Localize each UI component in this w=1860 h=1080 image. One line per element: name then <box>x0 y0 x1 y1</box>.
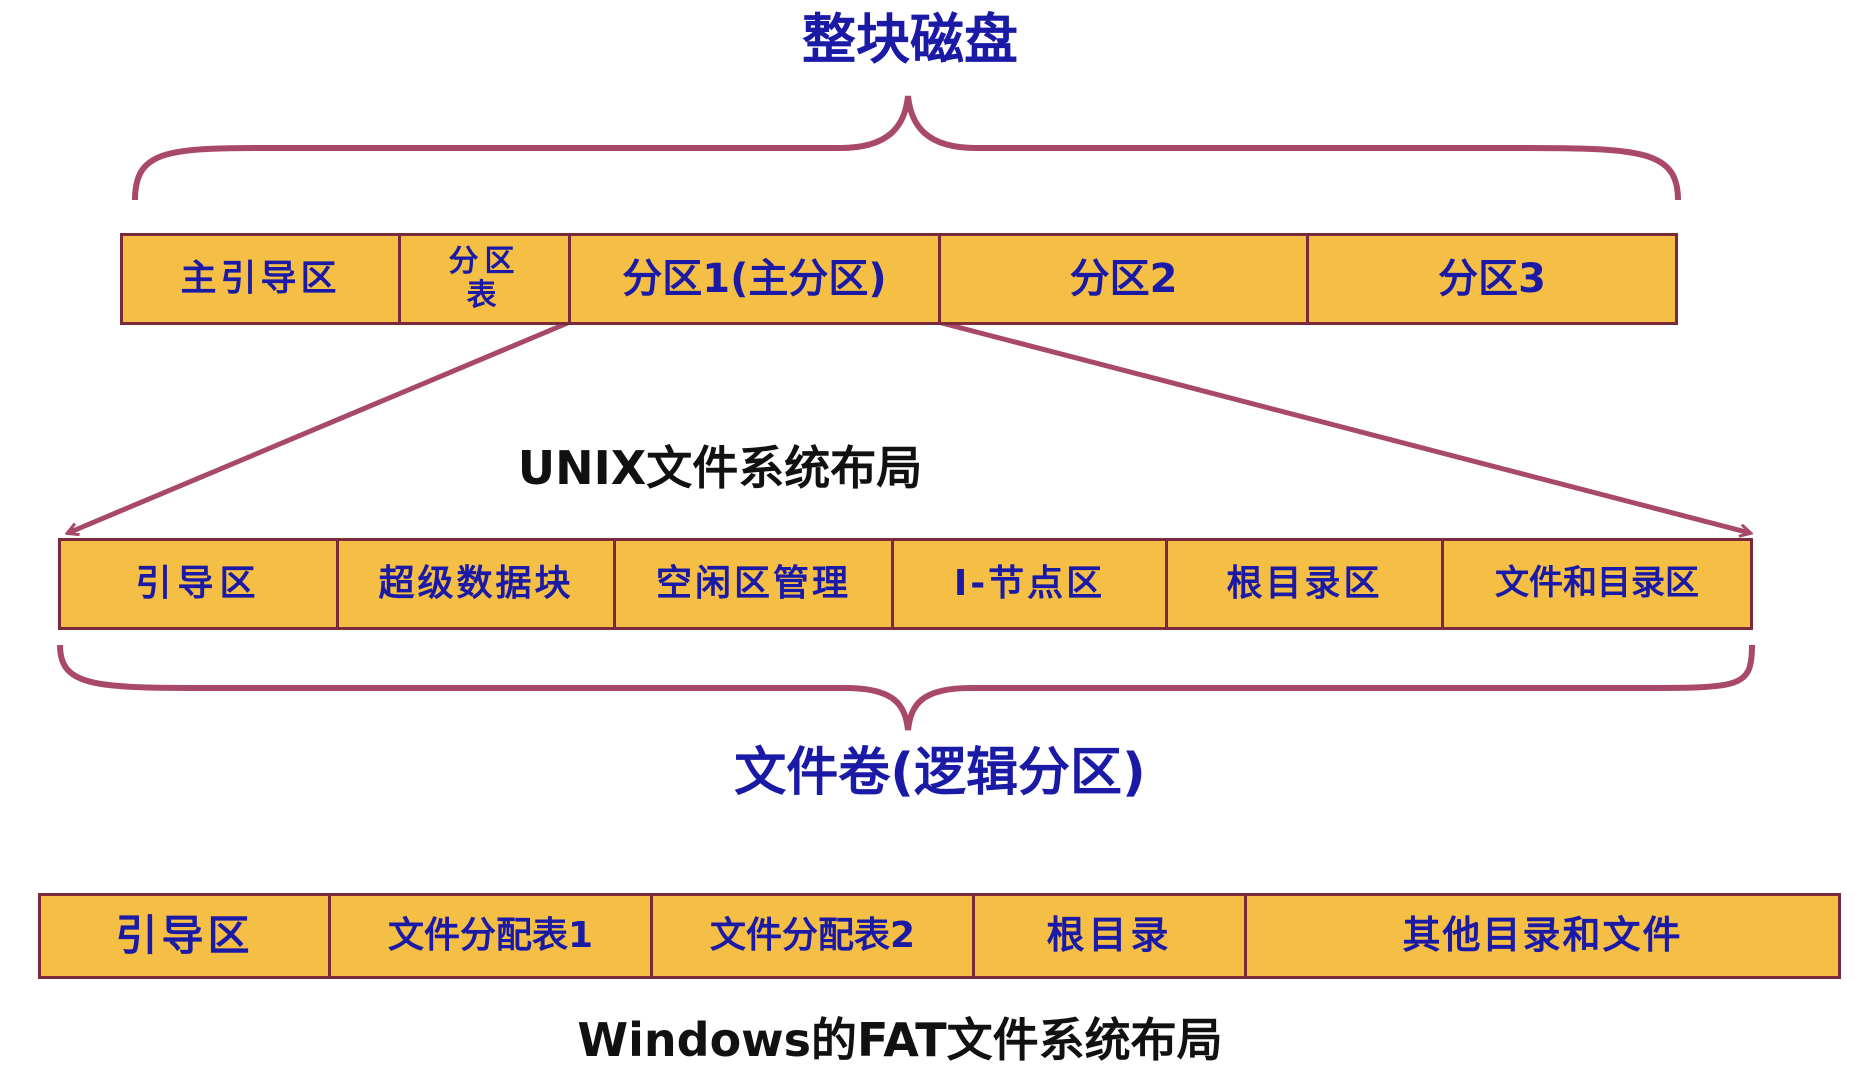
expand-arrow-left <box>68 319 571 533</box>
fat-segment-boot: 引导区 <box>41 896 331 976</box>
unix-segment-superblock: 超级数据块 <box>339 541 616 627</box>
volume-label: 文件卷(逻辑分区) <box>734 743 1146 803</box>
fat-segment-other: 其他目录和文件 <box>1402 913 1683 958</box>
unix-layout-caption: UNIX文件系统布局 <box>517 441 923 495</box>
disk-segment-partition-1: 分区1(主分区) <box>571 236 941 322</box>
unix-segment-root-dir: 根目录区 <box>1168 541 1444 627</box>
fat-layout-caption: Windows的FAT文件系统布局 <box>577 1013 1223 1067</box>
fat-segment-root-dir: 根目录 <box>975 896 1247 976</box>
volume-brace <box>57 644 1755 731</box>
unix-segment-inode: I-节点区 <box>894 541 1168 627</box>
disk-segment-partition-2: 分区2 <box>941 236 1309 322</box>
disk-block-row: 主引导区 分区表 分区1(主分区) 分区2 分区3 <box>120 233 1678 325</box>
unix-segment-free-space: 空闲区管理 <box>616 541 894 627</box>
disk-segment-partition-3: 分区3 <box>1438 256 1546 302</box>
unix-segment-files-dirs: 文件和目录区 <box>1495 563 1699 604</box>
fat-block-row: 引导区 文件分配表1 文件分配表2 根目录 其他目录和文件 <box>38 893 1841 979</box>
disk-title: 整块磁盘 <box>802 8 1018 71</box>
disk-segment-partition-table: 分区表 <box>401 236 571 322</box>
fat-segment-fat1: 文件分配表1 <box>331 896 653 976</box>
unix-block-row: 引导区 超级数据块 空闲区管理 I-节点区 根目录区 文件和目录区 <box>58 538 1753 630</box>
fat-segment-fat2: 文件分配表2 <box>653 896 975 976</box>
disk-segment-boot: 主引导区 <box>123 236 401 322</box>
expand-arrow-right <box>937 319 1750 533</box>
disk-brace <box>132 95 1681 201</box>
unix-segment-boot: 引导区 <box>61 541 339 627</box>
